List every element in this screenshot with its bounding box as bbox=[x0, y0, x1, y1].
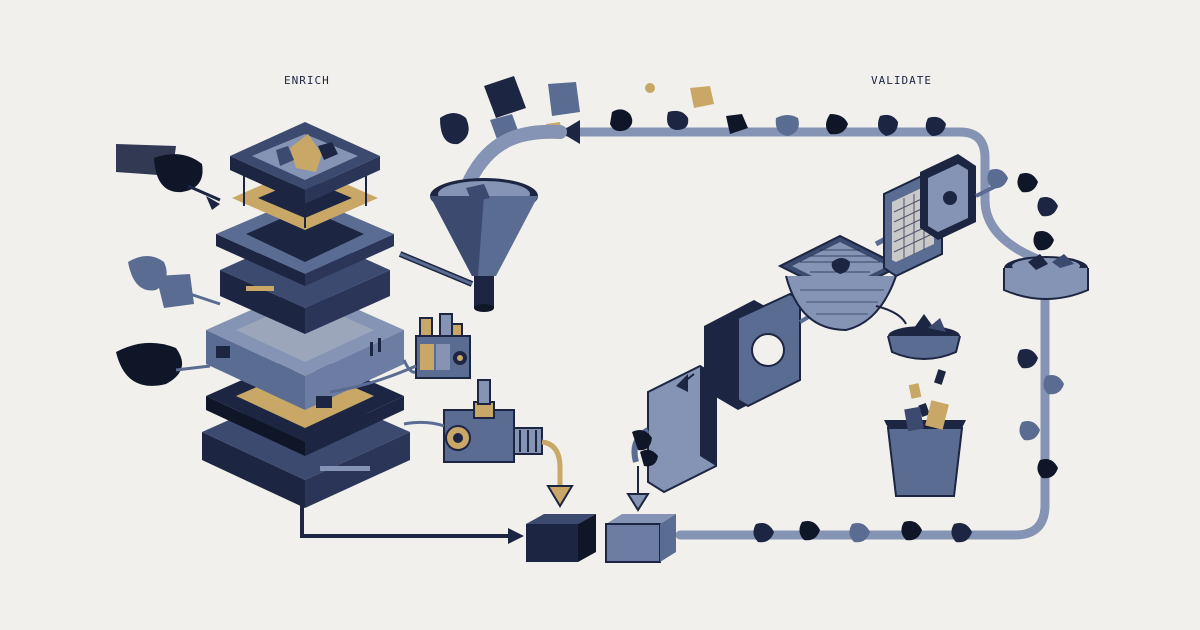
bowl-icon bbox=[1003, 254, 1089, 300]
filter-frame-icon bbox=[631, 292, 832, 494]
mesh-screen-icon bbox=[883, 154, 1001, 278]
light-output-cube-icon bbox=[605, 466, 676, 563]
stacked-processor-icon bbox=[202, 122, 524, 544]
loop-conveyor-icon bbox=[555, 109, 1064, 543]
input-shards-icon bbox=[116, 144, 221, 386]
funnel-icon bbox=[398, 76, 714, 312]
waste-bin-icon bbox=[875, 305, 966, 497]
validate-label: VALIDATE bbox=[871, 74, 932, 87]
valve-icon bbox=[329, 313, 471, 394]
dark-output-cube-icon bbox=[526, 514, 596, 562]
sieve-tray-icon bbox=[777, 225, 908, 332]
enrich-label: ENRICH bbox=[284, 74, 330, 87]
motor-valve-icon bbox=[403, 379, 574, 508]
